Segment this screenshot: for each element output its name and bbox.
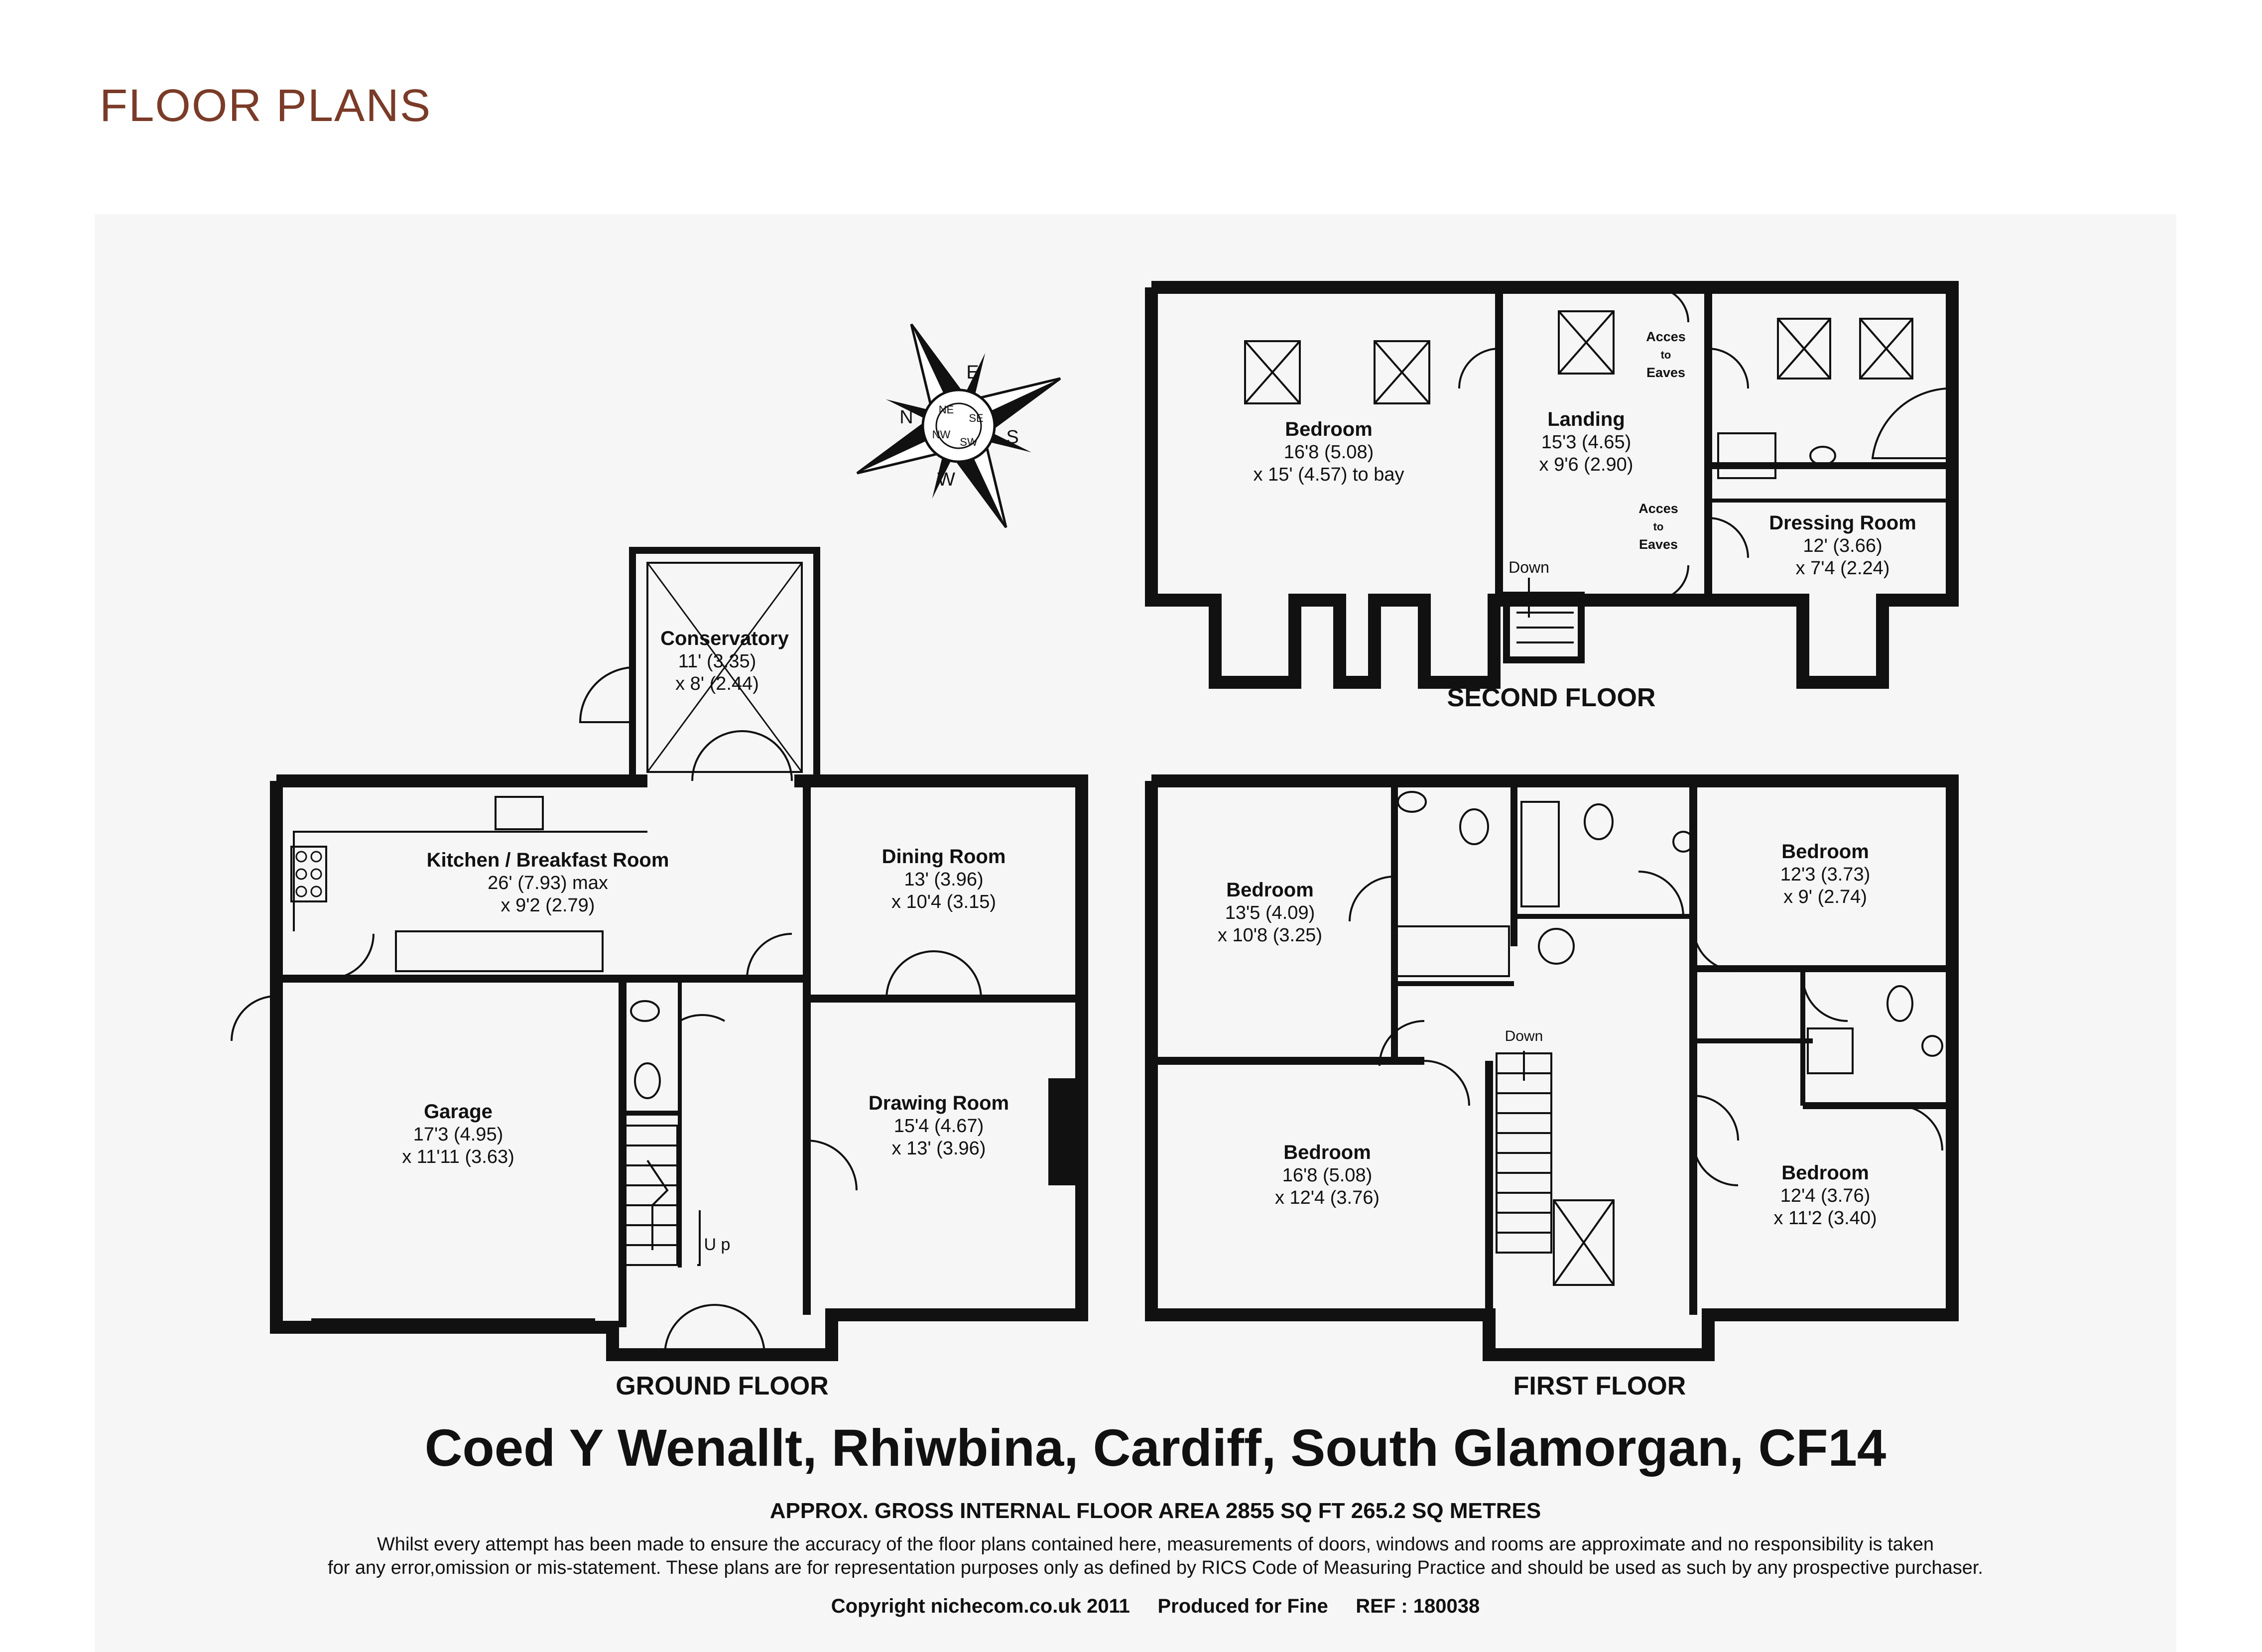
room-dim-bed3-1: 16'8 (5.08) [1282,1165,1372,1186]
compass-nw-label: NW [932,428,951,441]
ground-stairs [624,1125,701,1266]
ground-windows [314,776,986,1320]
first-stair-label: Down [1505,1028,1543,1044]
room-dim-conservatory-1: 11' (3.35) [678,651,756,672]
room-name-bed3: Bedroom [1283,1142,1371,1163]
first-outer-wall [1145,774,1959,1361]
first-stairs [1496,1051,1615,1286]
compass-s-label: S [1006,427,1018,448]
compass-ne-label: NE [939,403,954,416]
kitchen-island [395,930,604,972]
compass-w-label: W [937,469,955,490]
disclaimer-line-1: Whilst every attempt has been made to en… [377,1534,1934,1555]
room-dim-dressing-2: x 7'4 (2.24) [1796,558,1890,579]
ground-wc-basin [630,1000,660,1022]
disclaimer-line-2: for any error,omission or mis-statement.… [328,1557,1983,1578]
access-eaves-2-line2: to [1653,520,1664,533]
room-dim-bed2-2: x 9' (2.74) [1783,887,1867,907]
front-doors [664,1304,765,1355]
compass-points [856,323,1061,528]
access-eaves-2-line1: Acces [1638,501,1678,516]
compass-e-label: E [966,362,979,383]
ground-floor-title: GROUND FLOOR [616,1372,829,1400]
kitchen-worktop [293,831,647,931]
compass-n-label: N [899,407,913,428]
room-dim-kitchen-2: x 9'2 (2.79) [501,895,595,916]
access-eaves-1-line3: Eaves [1646,365,1685,380]
second-outer-wall [1145,281,1959,689]
ground-outer-wall [270,774,1088,1361]
room-dim-landing-1: 15'3 (4.65) [1541,432,1631,453]
room-dim-garage-1: 17'3 (4.95) [413,1124,503,1145]
room-name-bed4: Bedroom [1781,1162,1869,1184]
footer: Coed Y Wenallt, Rhiwbina, Cardiff, South… [328,1419,1983,1617]
first-windows [1220,776,1957,1360]
room-dim-bed3-2: x 12'4 (3.76) [1275,1187,1380,1208]
second-stairs [1503,578,1585,663]
bath [1520,801,1560,907]
shower-tray [1393,925,1510,977]
copyright: Copyright nichecom.co.uk 2011 Produced f… [831,1595,1480,1617]
room-dim-bed4-1: 12'4 (3.76) [1780,1185,1870,1206]
ground-floor-plan [231,547,1088,1361]
plan-background [95,214,2176,1652]
access-eaves-2-line3: Eaves [1639,537,1678,552]
room-name-garage: Garage [424,1101,493,1123]
room-name-kitchen: Kitchen / Breakfast Room [427,849,669,871]
first-floor-title: FIRST FLOOR [1513,1372,1686,1400]
room-dim-bed2-1: 12'3 (3.73) [1780,864,1870,885]
conservatory-door [579,666,633,723]
room-name-bed2: Bedroom [1781,841,1869,863]
room-dim-dining-2: x 10'4 (3.15) [891,891,996,912]
room-name-conservatory: Conservatory [660,628,789,649]
room-name-dressing: Dressing Room [1769,512,1916,534]
room-dim-dining-1: 13' (3.96) [904,869,983,890]
floor-area: APPROX. GROSS INTERNAL FLOOR AREA 2855 S… [770,1499,1541,1523]
room-dim-second-bedroom-1: 16'8 (5.08) [1284,442,1374,463]
room-dim-dressing-1: 12' (3.66) [1803,535,1882,556]
ground-wc-toilet [634,1062,661,1099]
room-dim-kitchen-1: 26' (7.93) max [488,873,608,893]
second-stair-label: Down [1508,558,1549,576]
room-dim-conservatory-2: x 8' (2.44) [675,673,759,694]
first-floor-plan [1145,774,1959,1361]
property-address: Coed Y Wenallt, Rhiwbina, Cardiff, South… [425,1419,1886,1477]
kitchen-hob [290,846,327,902]
fireplace [1048,1078,1076,1185]
room-dim-bed4-2: x 11'2 (3.40) [1773,1208,1877,1229]
second-floor-plan [1145,281,1959,689]
room-dim-drawing-1: 15'4 (4.67) [894,1116,984,1137]
room-dim-bed1-1: 13'5 (4.09) [1225,902,1315,923]
access-eaves-1-line2: to [1661,349,1671,361]
compass-rose: E S W N NE SE SW NW [856,323,1061,528]
room-name-second-bedroom: Bedroom [1285,418,1373,440]
second-floor-title: SECOND FLOOR [1447,683,1656,712]
room-dim-landing-2: x 9'6 (2.90) [1539,454,1634,475]
page-title: FLOOR PLANS [100,80,432,131]
room-name-bed1: Bedroom [1226,879,1314,901]
room-name-landing: Landing [1547,408,1625,430]
compass-sw-label: SW [960,436,978,448]
skylights [1244,310,1913,404]
corner-bath [1871,387,1948,459]
compass-se-label: SE [969,412,983,424]
room-name-dining: Dining Room [882,846,1006,868]
conservatory-roof-panel [646,562,803,773]
room-labels: Conservatory 11' (3.35) x 8' (2.44) Kitc… [402,329,1916,1400]
ground-stair-label: U p [704,1235,731,1254]
kitchen-sink [495,796,544,830]
room-dim-bed1-2: x 10'8 (3.25) [1218,925,1322,946]
room-dim-garage-2: x 11'11 (3.63) [402,1146,514,1167]
conservatory-french-doors [691,730,793,781]
second-windows [1230,282,1868,687]
cylinder [1538,928,1575,965]
access-eaves-1-line1: Acces [1646,329,1686,344]
room-dim-drawing-2: x 13' (3.96) [892,1138,986,1159]
room-dim-second-bedroom-2: x 15' (4.57) to bay [1254,464,1404,485]
conservatory-wall [629,547,820,781]
room-name-drawing: Drawing Room [869,1092,1009,1114]
